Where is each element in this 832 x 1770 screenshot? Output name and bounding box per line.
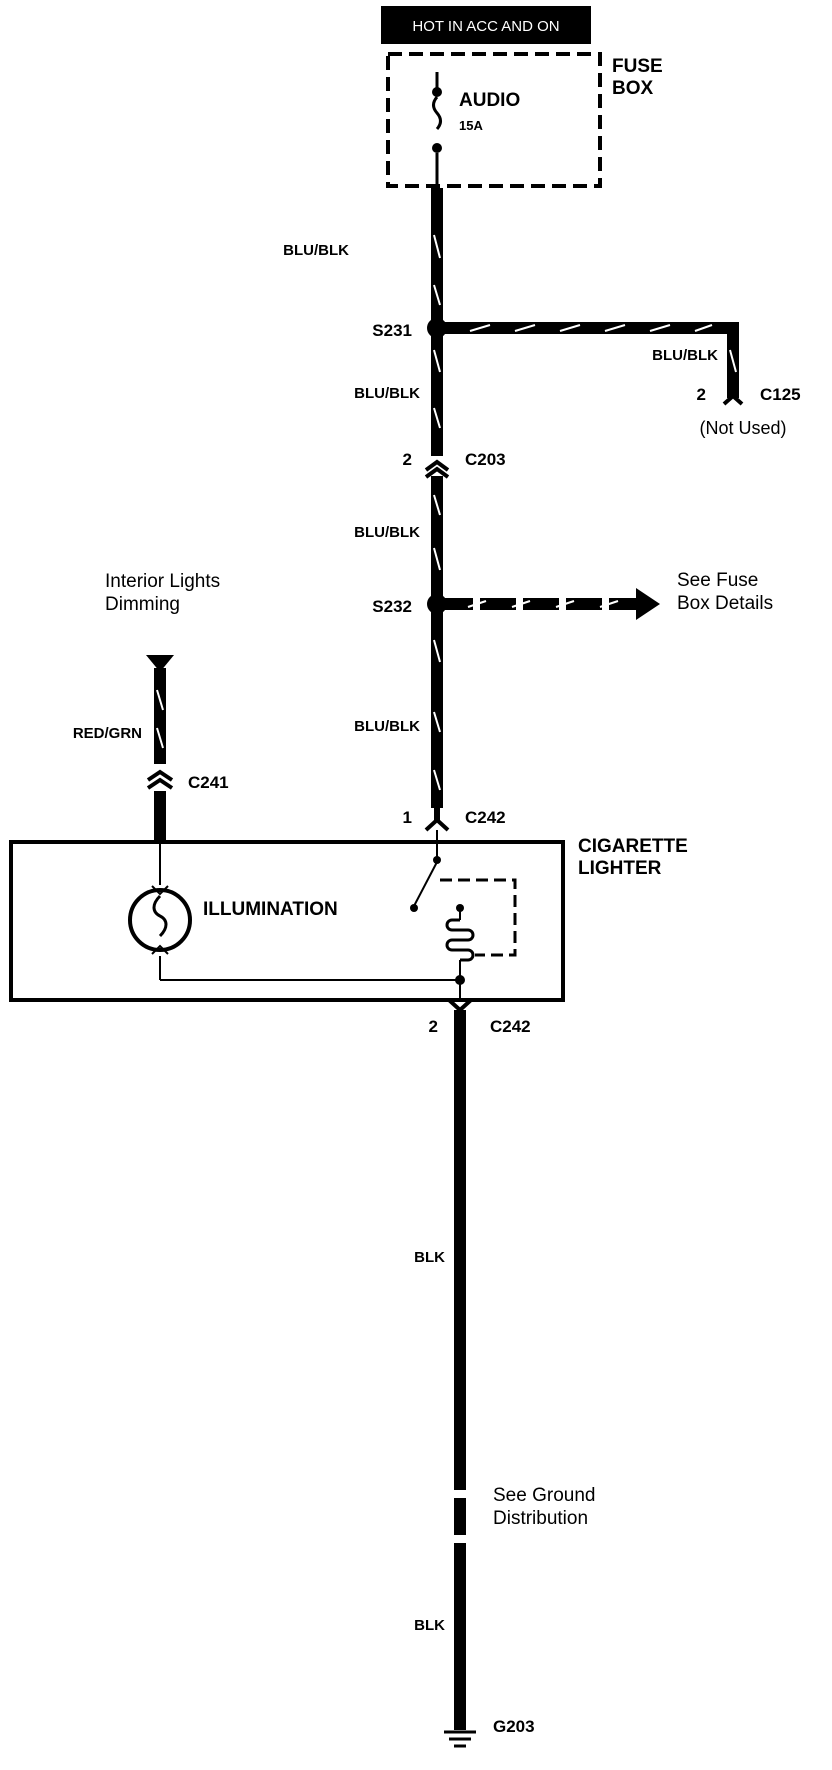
arrow-down-icon: [146, 655, 174, 672]
fuse-rating: 15A: [459, 118, 483, 133]
fuse-box-label-1: FUSE: [612, 56, 663, 77]
ground-dist-ref-2: Distribution: [493, 1508, 588, 1529]
ground-g203: G203: [444, 1717, 535, 1748]
fuse-box: AUDIO 15A FUSE BOX: [386, 52, 663, 190]
ground-name: G203: [493, 1717, 535, 1736]
power-source-label: HOT IN ACC AND ON: [412, 18, 559, 35]
c242-top-name: C242: [465, 808, 506, 827]
c242-bottom-name: C242: [490, 1017, 531, 1036]
connector-c241-icon: [146, 769, 174, 782]
dimming-ref-1: Interior Lights: [105, 571, 220, 592]
fuse-box-label-2: BOX: [612, 78, 654, 99]
connector-c125-icon: [722, 393, 744, 406]
dimming-wire-label: RED/GRN: [73, 725, 142, 742]
main-wire: [431, 188, 443, 808]
splice-s232: S232 See Fuse Box Details: [372, 570, 773, 620]
c241-name: C241: [188, 773, 229, 792]
c125-note: (Not Used): [699, 418, 786, 438]
splice-label: S231: [372, 321, 412, 340]
fuse-details-ref-2: Box Details: [677, 593, 773, 614]
fuse-icon: [432, 96, 442, 130]
component-name-1: CIGARETTE: [578, 836, 688, 857]
illumination-label: ILLUMINATION: [203, 899, 338, 920]
c203-name: C203: [465, 450, 506, 469]
connector-icon: [424, 459, 450, 472]
c125-pin: 2: [697, 385, 706, 404]
arrow-right-icon: [636, 588, 660, 620]
connector-c203: 2 C203: [403, 450, 506, 479]
connector-c242-top: 1 C242: [403, 808, 506, 832]
ground-dist-ref-1: See Ground: [493, 1485, 595, 1506]
splice-s231: S231: [372, 318, 447, 340]
wire-color-label: BLU/BLK: [354, 524, 420, 541]
cigarette-lighter-component: CIGARETTE LIGHTER ILLUMINATION: [9, 830, 688, 1002]
c242-bottom-pin: 2: [429, 1017, 438, 1036]
power-source-block: HOT IN ACC AND ON: [381, 6, 591, 44]
ground-wire-label: BLK: [414, 1617, 445, 1634]
dimming-ref-2: Dimming: [105, 594, 180, 615]
switch-icon: [413, 861, 438, 907]
ground-icon: [444, 1730, 476, 1748]
fuse-details-ref-1: See Fuse: [677, 570, 758, 591]
c203-pin: 2: [403, 450, 412, 469]
branch-wire-c125: BLU/BLK 2 C125 (Not Used): [437, 322, 801, 438]
ground-wire: BLK BLK See Ground Distribution: [414, 1010, 595, 1730]
wire-color-label: BLU/BLK: [354, 718, 420, 735]
connector-c242-bottom: 2 C242: [429, 998, 531, 1036]
wire-color-label: BLU/BLK: [354, 385, 420, 402]
ground-wire-label: BLK: [414, 1249, 445, 1266]
splice-label: S232: [372, 597, 412, 616]
c125-name: C125: [760, 385, 801, 404]
c242-top-pin: 1: [403, 808, 412, 827]
component-name-2: LIGHTER: [578, 858, 662, 879]
wire-color-label: BLU/BLK: [283, 242, 349, 259]
dimming-input: Interior Lights Dimming RED/GRN C241: [73, 571, 229, 842]
bulb-icon: [128, 888, 192, 952]
branch-wire-label: BLU/BLK: [652, 347, 718, 364]
fuse-name: AUDIO: [459, 90, 520, 111]
heating-element-icon: [445, 918, 475, 962]
